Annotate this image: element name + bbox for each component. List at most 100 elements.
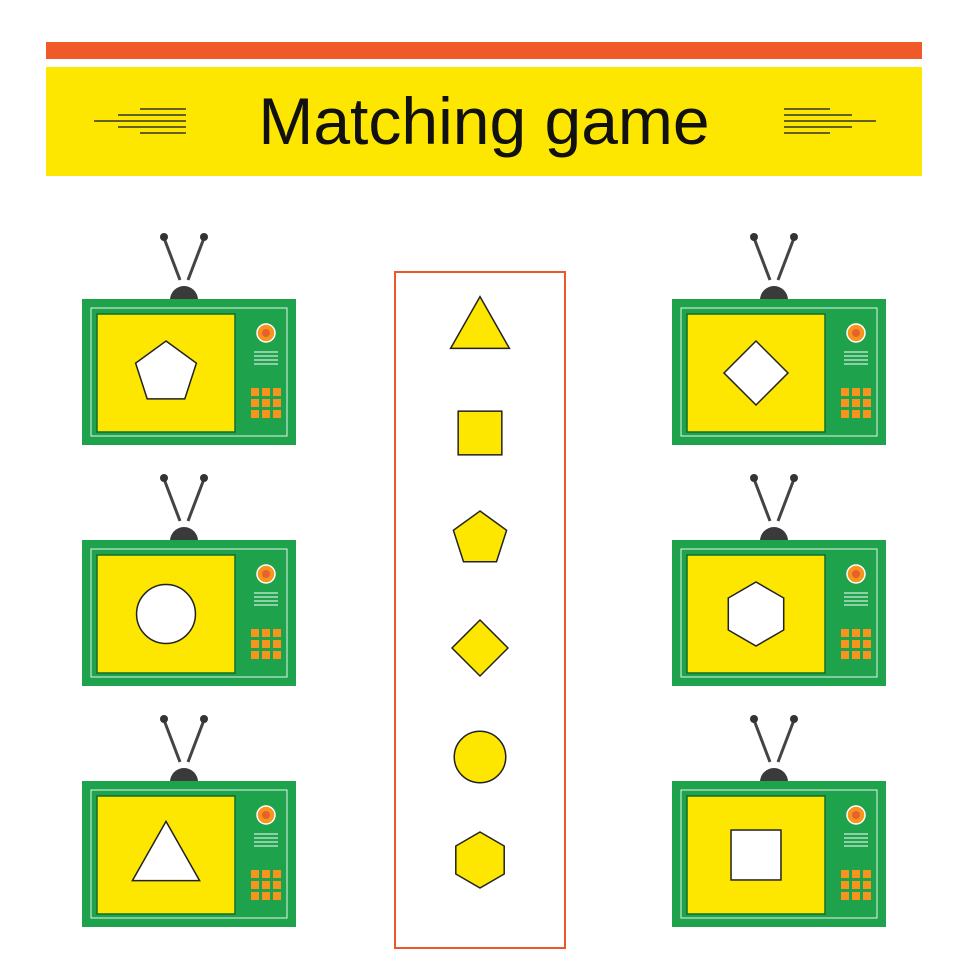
tv-keypad-button [273, 410, 281, 418]
tv-keypad-button [251, 629, 259, 637]
tv-keypad-button [863, 399, 871, 407]
tv-keypad-button [273, 870, 281, 878]
tv-keypad-button [273, 892, 281, 900]
tv-left-1[interactable] [82, 230, 296, 445]
tv-inner-frame [680, 548, 878, 678]
tv-antenna-icon [160, 474, 208, 541]
tv-keypad-button [262, 399, 270, 407]
tv-keypad-button [841, 388, 849, 396]
speed-lines-left-icon [94, 108, 186, 134]
tv-keypad-button [841, 410, 849, 418]
tv-keypad-button [251, 870, 259, 878]
top-accent-bar [46, 42, 922, 59]
square-icon [730, 829, 782, 881]
tv-keypad-button [262, 651, 270, 659]
tv-keypad-button [852, 388, 860, 396]
tv-keypad-button [273, 881, 281, 889]
tv-inner-frame [90, 548, 288, 678]
tv-keypad-button [273, 640, 281, 648]
page-title: Matching game [258, 84, 710, 158]
tv-keypad-button [863, 629, 871, 637]
tv-keypad-button [841, 629, 849, 637]
tv-keypad-button [841, 651, 849, 659]
tv-keypad-button [852, 892, 860, 900]
diamond-icon [450, 618, 510, 678]
option-1[interactable] [448, 293, 512, 357]
tv-keypad-button [863, 870, 871, 878]
tv-antenna-icon [750, 233, 798, 300]
tv-keypad-button [841, 640, 849, 648]
answer-options-panel [394, 271, 566, 949]
tv-inner-frame [90, 307, 288, 437]
tv-dial-icon [846, 805, 866, 825]
tv-keypad-button [251, 388, 259, 396]
tv-keypad-button [863, 892, 871, 900]
circle-icon [135, 583, 197, 645]
square-icon [457, 410, 503, 456]
speed-lines-right-icon [784, 108, 876, 134]
tv-keypad-button [262, 388, 270, 396]
tv-right-3[interactable] [672, 712, 886, 927]
tv-keypad-button [863, 651, 871, 659]
option-6[interactable] [448, 827, 512, 891]
tv-keypad-button [852, 870, 860, 878]
tv-keypad-button [863, 388, 871, 396]
tv-left-2[interactable] [82, 471, 296, 686]
hexagon-icon [455, 831, 505, 889]
tv-right-1[interactable] [672, 230, 886, 445]
pentagon-icon [452, 510, 508, 563]
tv-dial-icon [256, 323, 276, 343]
option-4[interactable] [448, 615, 512, 679]
tv-keypad-button [852, 399, 860, 407]
tv-inner-frame [90, 789, 288, 919]
title-banner: Matching game [46, 67, 922, 176]
tv-keypad-button [273, 399, 281, 407]
tv-antenna-icon [750, 715, 798, 782]
tv-dial-icon [256, 564, 276, 584]
option-3[interactable] [448, 506, 512, 570]
tv-keypad-button [273, 651, 281, 659]
tv-keypad-button [262, 640, 270, 648]
option-2[interactable] [448, 400, 512, 464]
tv-keypad-button [262, 881, 270, 889]
tv-keypad-button [251, 881, 259, 889]
tv-keypad-button [262, 892, 270, 900]
tv-keypad-button [262, 870, 270, 878]
tv-keypad-button [852, 651, 860, 659]
tv-screen-shape-diamond [722, 339, 790, 407]
tv-dial-icon [846, 564, 866, 584]
circle-icon [453, 730, 507, 784]
tv-keypad-button [273, 629, 281, 637]
tv-keypad-button [262, 410, 270, 418]
tv-screen-shape-hexagon [727, 581, 785, 647]
tv-keypad-button [852, 640, 860, 648]
tv-right-2[interactable] [672, 471, 886, 686]
tv-inner-frame [680, 307, 878, 437]
tv-keypad-button [841, 881, 849, 889]
tv-keypad-button [863, 640, 871, 648]
tv-keypad-button [251, 892, 259, 900]
option-5[interactable] [448, 724, 512, 788]
triangle-icon [449, 295, 511, 350]
diamond-icon [722, 339, 790, 407]
tv-antenna-icon [750, 474, 798, 541]
tv-antenna-icon [160, 715, 208, 782]
tv-keypad-button [841, 399, 849, 407]
tv-keypad-button [841, 870, 849, 878]
tv-keypad-button [273, 388, 281, 396]
tv-keypad-button [251, 640, 259, 648]
tv-dial-icon [846, 323, 866, 343]
hexagon-icon [727, 581, 785, 647]
tv-keypad-button [852, 629, 860, 637]
tv-keypad-button [863, 410, 871, 418]
tv-antenna-icon [160, 233, 208, 300]
pentagon-icon [134, 340, 198, 400]
tv-keypad-button [852, 410, 860, 418]
tv-left-3[interactable] [82, 712, 296, 927]
tv-keypad-button [251, 399, 259, 407]
triangle-icon [131, 819, 201, 882]
tv-screen-shape-square [730, 829, 782, 881]
tv-screen-shape-pentagon [134, 340, 198, 400]
tv-keypad-button [863, 881, 871, 889]
tv-screen-shape-circle [135, 583, 197, 645]
